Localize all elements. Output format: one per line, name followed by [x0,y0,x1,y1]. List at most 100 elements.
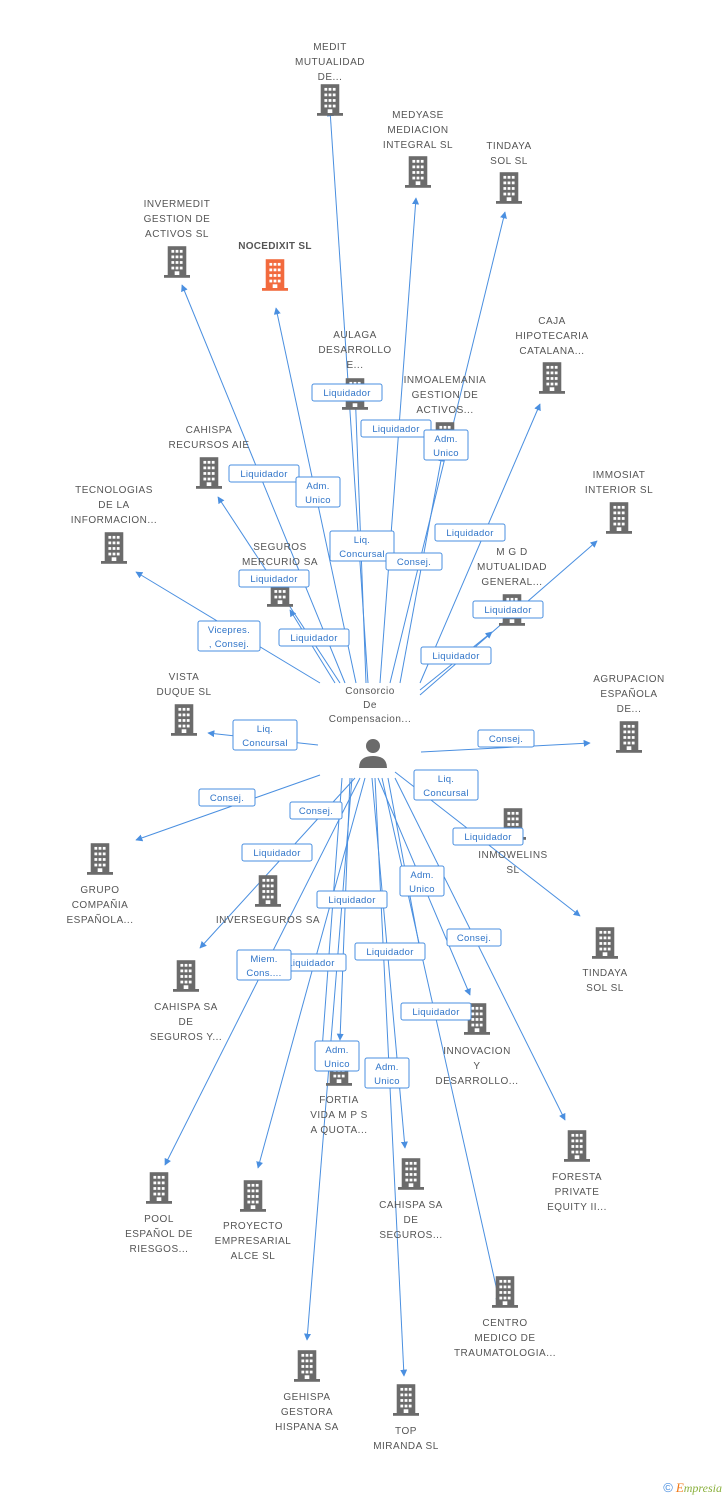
edge-role-label: Consej. [198,788,256,807]
node-label-line: VIDA M P S [310,1110,368,1121]
edge-role-text: Unico [324,1059,350,1070]
node-label-line: RECURSOS AIE [168,440,249,451]
company-node-nocedixit[interactable]: NOCEDIXIT SL [238,241,312,291]
building-icon [393,1384,419,1416]
node-label-line: CAHISPA [186,425,233,436]
node-label-line: GRUPO [80,885,119,896]
node-label-line: PROYECTO [223,1221,283,1232]
edge-role-text: Liquidador [372,424,419,435]
node-label-line: SOL SL [490,156,528,167]
building-icon [164,246,190,278]
brand-logo-e: E [675,1480,684,1495]
edge-role-label: Vicepres., Consej. [197,620,261,652]
edge-role-text: Liquidador [366,947,413,958]
node-label-line: INTERIOR SL [585,485,653,496]
center-label-line: De [363,700,377,711]
edge-role-label: Liq.Concursal [413,769,479,801]
node-label-line: HISPANA SA [275,1422,339,1433]
relation-edge [318,777,343,1051]
edge-role-text: Liquidador [484,605,531,616]
company-node-grupo[interactable]: GRUPOCOMPAÑIAESPAÑOLA... [66,843,133,926]
brand-logo-text: mpresia [683,1481,722,1495]
node-label-line: SEGUROS Y... [150,1032,222,1043]
building-icon [564,1130,590,1162]
edge-role-text: Consej. [299,806,333,817]
edge-role-label: Liq.Concursal [329,530,395,562]
building-icon [398,1158,424,1190]
edge-role-label: Adm.Unico [399,865,445,897]
edge-role-text: Consej. [210,793,244,804]
node-label-line: E... [346,360,363,371]
edge-role-text: Liquidador [446,528,493,539]
node-label-line: TRAUMATOLOGIA... [454,1348,556,1359]
node-label-line: INFORMACION... [71,515,157,526]
node-label-line: INVERMEDIT [144,199,211,210]
edge-role-label: Liquidador [278,628,350,647]
node-label-line: AGRUPACION [593,674,665,685]
building-icon [146,1172,172,1204]
edge-role-text: Unico [305,495,331,506]
building-icon [592,927,618,959]
company-node-aulaga[interactable]: AULAGADESARROLLOE... [318,330,391,410]
company-node-caja[interactable]: CAJAHIPOTECARIACATALANA... [515,316,588,394]
building-icon [101,532,127,564]
company-node-cahispa_rec[interactable]: CAHISPA RECURSOS AIE [168,425,249,489]
node-label-line: Y [473,1061,480,1072]
edge-role-text: Cons.... [246,968,281,979]
node-label-line: M G D [496,547,527,558]
center-node[interactable]: ConsorcioDeCompensacion... [329,686,412,768]
relation-edge [181,284,346,684]
center-label-line: Compensacion... [329,714,412,725]
node-label-line: ACTIVOS SL [145,229,209,240]
building-icon [496,172,522,204]
company-node-cahispa_sa2[interactable]: CAHISPA SADESEGUROS... [379,1158,443,1241]
node-label-line: FORESTA [552,1172,602,1183]
node-label-line: A QUOTA... [310,1125,367,1136]
company-node-innovacion[interactable]: INNOVACIONYDESARROLLO... [435,1003,518,1087]
edge-role-text: Liquidador [432,651,479,662]
node-label-line: ALCE SL [231,1251,276,1262]
node-label-line: CAHISPA SA [379,1200,443,1211]
node-label-line: SEGUROS [253,542,307,553]
company-node-fortia[interactable]: FORTIA VIDA M P S A QUOTA... [310,1054,368,1136]
relation-edge [135,774,321,842]
relation-edge [387,777,423,951]
company-node-mgd[interactable]: M G DMUTUALIDADGENERAL... [477,547,547,626]
node-label-line: ACTIVOS... [416,405,473,416]
company-node-inverseguros[interactable]: INVERSEGUROS SA [216,875,320,926]
edge-role-label: Liquidador [434,523,506,542]
edge-role-text: Adm. [325,1045,348,1056]
node-label-line: TINDAYA [582,968,627,979]
copyright-icon: © [663,1480,673,1495]
edge-role-text: Liquidador [253,848,300,859]
company-node-medit[interactable]: MEDITMUTUALIDADDE... [295,42,365,116]
node-label-line: ESPAÑOLA... [66,913,133,926]
node-label-line: FORTIA [319,1095,358,1106]
node-label-line: DE [404,1215,419,1226]
edge-role-label: Liquidador [400,1002,472,1021]
node-label-line: DE... [318,72,343,83]
edge-role-text: Liq. [257,724,274,735]
node-label-line: AULAGA [333,330,377,341]
building-icon [606,502,632,534]
company-node-agrupacion[interactable]: AGRUPACIONESPAÑOLADE... [593,674,665,753]
building-icon [255,875,281,907]
